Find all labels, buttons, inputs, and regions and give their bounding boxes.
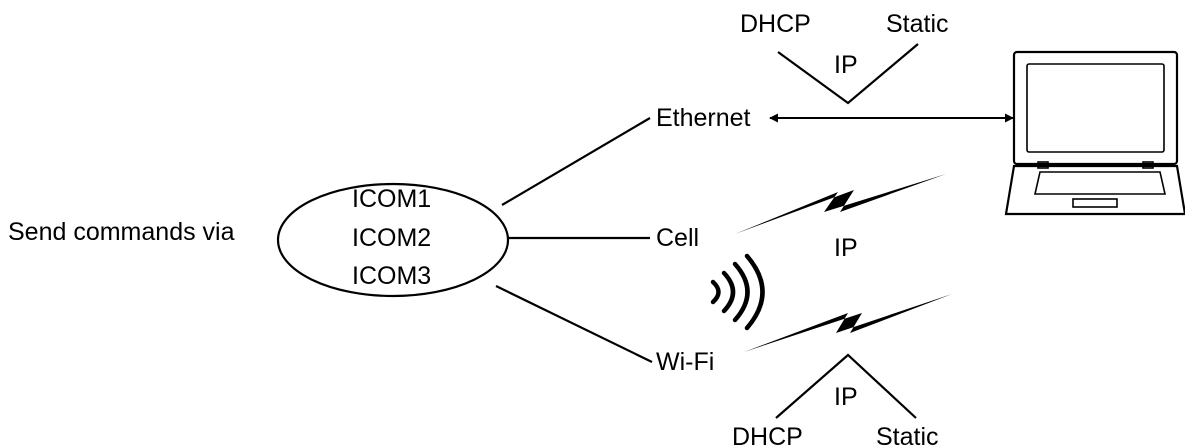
connector-ethernet (501, 117, 651, 206)
ethernet-dhcp-label: DHCP (740, 10, 811, 38)
wifi-ip-v-shape (775, 353, 917, 419)
lightning-bolt-icon (744, 294, 952, 352)
interface-wifi: Wi-Fi (656, 348, 714, 376)
wireless-signal-icon (710, 253, 765, 331)
interface-ethernet: Ethernet (656, 104, 751, 132)
interface-cell: Cell (656, 224, 699, 252)
connector-wifi (495, 285, 653, 363)
icom-ports-ellipse (276, 182, 510, 298)
cell-ip-label: IP (834, 234, 858, 262)
ethernet-ip-label: IP (834, 51, 858, 79)
wifi-static-label: Static (876, 423, 939, 448)
port-icom1: ICOM1 (352, 185, 431, 213)
lightning-bolt-icon (735, 174, 946, 234)
port-icom2: ICOM2 (352, 224, 431, 252)
ethernet-static-label: Static (886, 10, 949, 38)
wifi-dhcp-label: DHCP (732, 423, 803, 448)
source-label: Send commands via (8, 218, 235, 246)
wifi-ip-label: IP (834, 383, 858, 411)
laptop-icon (1004, 50, 1185, 216)
ethernet-ip-v-shape (777, 43, 919, 105)
port-icom3: ICOM3 (352, 262, 431, 290)
